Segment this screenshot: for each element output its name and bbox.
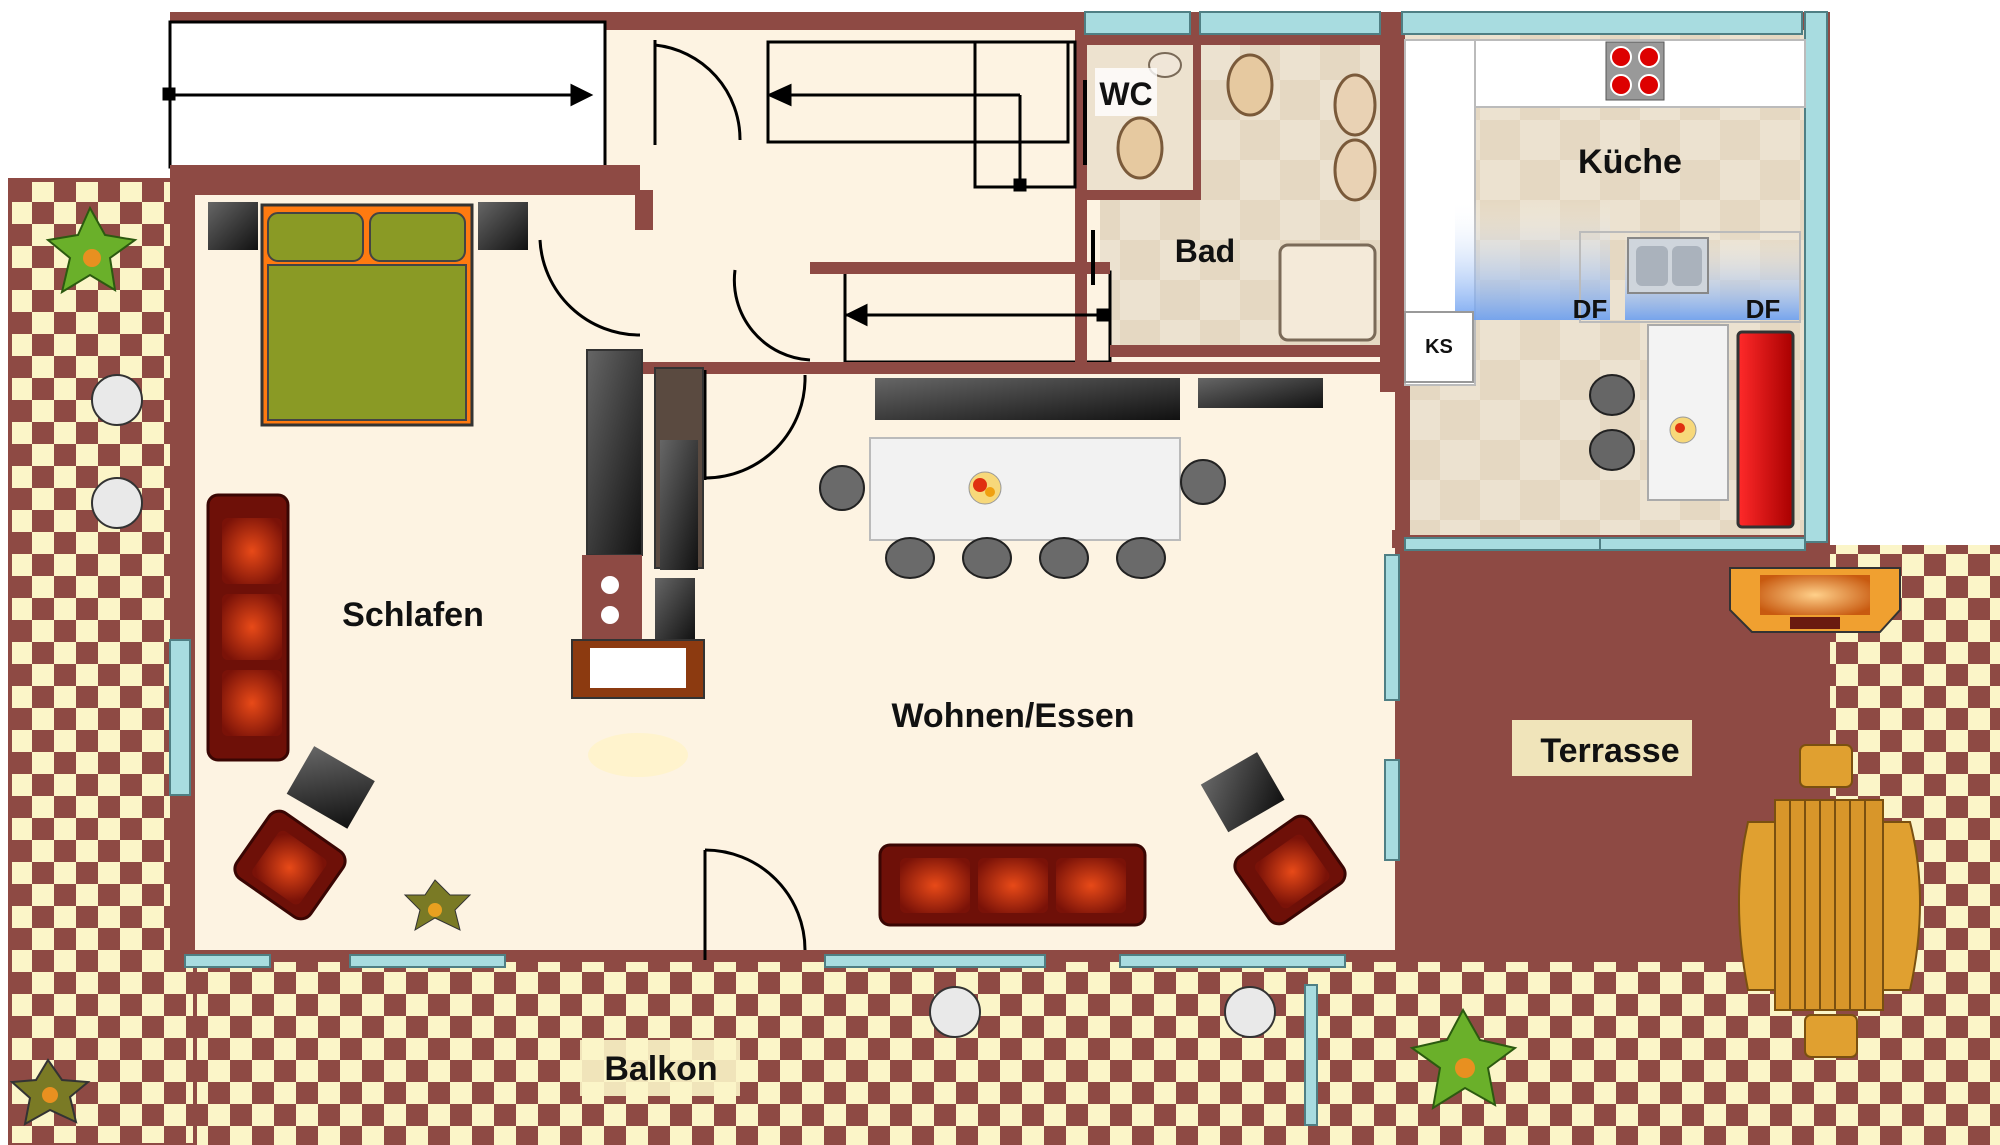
plant-icon	[1409, 1007, 1518, 1111]
sofa-living	[878, 843, 1147, 927]
fixture-label-df-left: DF	[1573, 294, 1608, 324]
room-label-bad: Bad	[1175, 233, 1235, 269]
stool-balcony	[91, 477, 143, 529]
armchair-living	[1233, 814, 1347, 926]
room-label-balkon: Balkon	[604, 1050, 717, 1088]
room-labels: WC Bad Küche Schlafen Wohnen/Essen Terra…	[342, 68, 1780, 1096]
room-label-wc: WC	[1099, 76, 1152, 112]
fridge	[1736, 330, 1795, 529]
bedroom-furniture	[206, 202, 705, 932]
dining-table	[869, 437, 1181, 541]
plant-icon	[45, 205, 138, 295]
wardrobe-arrows	[162, 40, 1110, 327]
side-table-left	[286, 746, 375, 829]
fixture-label-ks: KS	[1425, 336, 1453, 358]
fixture-label-df-right: DF	[1746, 294, 1781, 324]
room-label-wohnen-essen: Wohnen/Essen	[891, 697, 1134, 735]
garden-table-set	[1738, 744, 1921, 1058]
fruit-bowl-icon	[1669, 416, 1697, 444]
living-dining-furniture	[819, 378, 1347, 927]
sideboard-dining	[875, 378, 1180, 420]
windows	[169, 11, 1828, 1126]
sink-icon	[1627, 237, 1709, 294]
armchair-bedroom	[233, 809, 347, 921]
nightstand-left	[208, 202, 258, 250]
fireplace-indoor	[571, 639, 705, 777]
shower-tray	[1278, 243, 1377, 342]
stove-icon	[1605, 41, 1665, 101]
stool-balcony	[91, 374, 143, 426]
sofa-bedroom	[206, 493, 290, 762]
kitchen-furniture	[1404, 39, 1806, 529]
wardrobe-tv-unit	[586, 349, 643, 556]
doors	[538, 40, 811, 960]
plant-icon	[403, 879, 472, 932]
stool-balcony	[929, 986, 981, 1038]
stool-balcony	[1224, 986, 1276, 1038]
interior-walls	[170, 30, 1410, 550]
nightstand-right	[478, 202, 528, 250]
outdoor-fireplace	[1729, 567, 1901, 633]
room-label-terrasse: Terrasse	[1540, 732, 1679, 770]
bar-stool-icon	[1589, 374, 1635, 471]
outdoor-furniture	[9, 205, 1921, 1126]
room-label-schlafen: Schlafen	[342, 596, 484, 634]
room-label-kueche: Küche	[1578, 143, 1682, 181]
bathroom-fixtures	[1083, 52, 1377, 342]
plant-icon	[9, 1058, 91, 1126]
side-table-right	[1200, 752, 1285, 833]
fruit-bowl-icon	[968, 471, 1002, 505]
sideboard-small	[1198, 378, 1323, 408]
dining-chairs	[819, 459, 1226, 579]
